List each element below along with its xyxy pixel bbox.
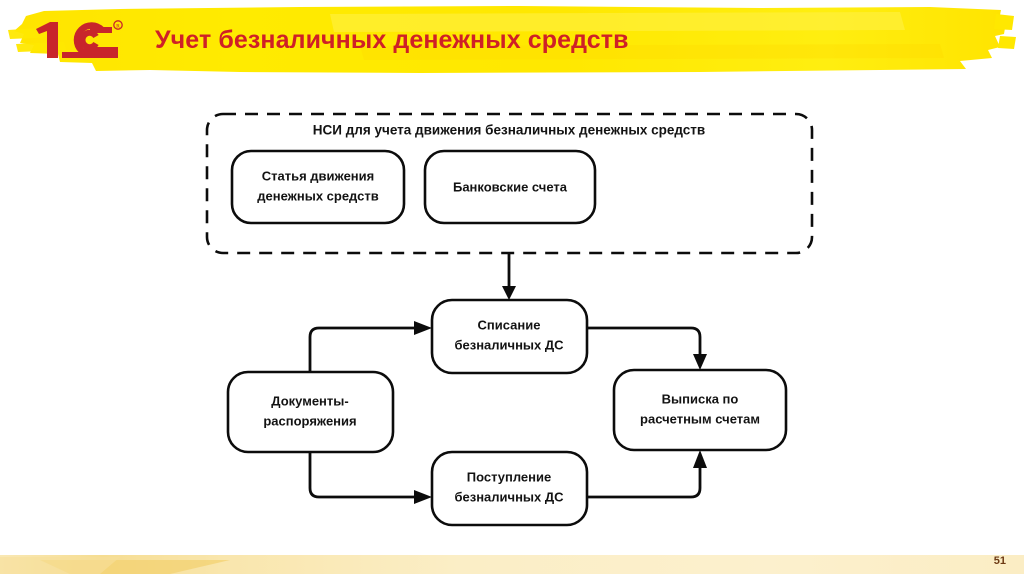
arrowhead-documents-to-receipt (414, 490, 432, 504)
arrowhead-writeoff-to-statement (693, 354, 707, 370)
arrowhead-documents-to-writeoff (414, 321, 432, 335)
1c-logo-glyph: R (36, 20, 123, 58)
node-writeoff[interactable] (430, 298, 589, 375)
registered-trademark-icon: R (113, 20, 123, 30)
arrowhead-receipt-to-statement (693, 450, 707, 468)
group-container-nsi (205, 112, 814, 255)
node-receipt-line2: безналичных ДС (454, 489, 564, 504)
page-title: Учет безналичных денежных средств (155, 26, 629, 54)
arrowhead-group-to-writeoff (502, 286, 516, 300)
connector-documents-to-receipt (308, 452, 415, 499)
node-cashflow-item-line2: денежных средств (257, 188, 378, 203)
node-order-documents-line2: распоряжения (263, 413, 356, 428)
slide-header: R Учет безналичных денежных средств (0, 0, 1024, 82)
node-cashflow-item[interactable] (230, 149, 406, 225)
footer-band (0, 555, 1024, 574)
connector-writeoff-to-statement (587, 326, 702, 356)
node-order-documents[interactable] (226, 370, 395, 454)
flow-diagram: НСИ для учета движения безналичных денеж… (0, 82, 1024, 530)
node-order-documents-line1: Документы- (271, 393, 348, 408)
slide-footer: 51 (0, 552, 1024, 574)
node-writeoff-line1: Списание (478, 317, 541, 332)
connector-documents-to-writeoff (308, 326, 415, 372)
1c-logo: R (34, 17, 130, 63)
page-number: 51 (993, 555, 1006, 567)
svg-text:R: R (116, 24, 120, 30)
node-cashflow-item-line1: Статья движения (262, 168, 374, 183)
node-bank-statement[interactable] (612, 368, 788, 452)
node-bank-statement-line2: расчетным счетам (640, 411, 760, 426)
node-bank-accounts-label: Банковские счета (453, 179, 568, 194)
node-receipt-line1: Поступление (467, 469, 552, 484)
connector-receipt-to-statement (587, 466, 702, 499)
node-bank-accounts[interactable] (423, 149, 597, 225)
node-receipt[interactable] (430, 450, 589, 527)
yellow-brush-stroke (8, 6, 1016, 73)
node-writeoff-line2: безналичных ДС (454, 337, 564, 352)
flow-diagram-canvas: НСИ для учета движения безналичных денеж… (205, 112, 814, 527)
group-container-label: НСИ для учета движения безналичных денеж… (313, 123, 705, 138)
node-bank-statement-line1: Выписка по (662, 391, 739, 406)
